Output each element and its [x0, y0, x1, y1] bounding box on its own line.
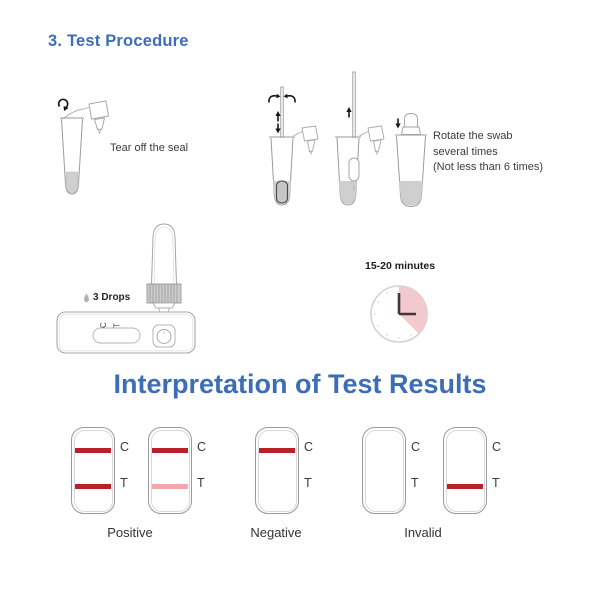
t-label: T — [113, 323, 122, 328]
t-label: T — [197, 476, 205, 490]
swab-tip — [348, 157, 360, 182]
cassette-window — [257, 429, 297, 512]
dispense-illustration: C T — [56, 223, 196, 354]
c-label: C — [120, 440, 130, 454]
c-label: C — [304, 440, 314, 454]
c-label: C — [411, 440, 421, 454]
tear-seal-illustration — [57, 98, 109, 195]
tube-remove-swab — [334, 71, 385, 206]
swab-tip — [275, 180, 289, 204]
arrow-down-icon — [275, 123, 281, 134]
inverted-tube — [146, 223, 182, 328]
test-cassette — [255, 427, 299, 514]
test-cassette — [71, 427, 115, 514]
drops-label: 3 Drops — [83, 292, 130, 303]
test-cassette — [148, 427, 192, 514]
clock-icon — [370, 285, 428, 343]
test-line — [75, 484, 111, 489]
tube-cap — [293, 125, 319, 155]
buffer-liquid — [65, 171, 79, 194]
arrow-up-icon — [346, 107, 352, 118]
c-label: C — [99, 322, 108, 328]
droplet-icon — [84, 293, 89, 302]
test-line — [152, 484, 188, 489]
tube-rotate-swab — [268, 86, 319, 206]
step2-caption-line3: (Not less than 6 times) — [433, 161, 544, 173]
arrow-up-icon — [275, 111, 281, 122]
control-line — [259, 448, 295, 453]
cassette-window — [445, 429, 485, 512]
cassette-window — [150, 429, 190, 512]
cassette-window — [73, 429, 113, 512]
clock-hands — [397, 293, 416, 316]
step1-caption: Tear off the seal — [110, 142, 189, 154]
test-cassette — [362, 427, 406, 514]
dropper-tip — [401, 113, 421, 135]
ribbed-cap — [146, 283, 182, 304]
clock-ticks — [374, 289, 424, 339]
arrow-down-icon — [395, 118, 401, 129]
step2-caption: Rotate the swab several times (Not less … — [433, 129, 543, 176]
test-cassette-flat: C T — [56, 311, 196, 354]
droplet-icon — [352, 185, 356, 191]
result-window — [92, 327, 141, 344]
control-line — [152, 448, 188, 453]
result-label: Negative — [250, 525, 302, 540]
result-label: Invalid — [404, 525, 442, 540]
rotate-arrows-icon — [268, 93, 296, 103]
result-label: Positive — [107, 525, 153, 540]
test-line — [447, 484, 483, 489]
test-cassette — [443, 427, 487, 514]
step2-caption-line2: several times — [433, 145, 498, 158]
sample-tube — [60, 117, 84, 195]
seal-cap — [88, 100, 109, 134]
results-title: Interpretation of Test Results — [113, 369, 487, 399]
cassette-window — [364, 429, 404, 512]
swab-rotation-illustration — [268, 71, 427, 208]
control-line — [75, 448, 111, 453]
droplet-icon — [163, 330, 165, 334]
t-label: T — [120, 476, 128, 490]
step2-caption-line1: Rotate the swab — [433, 130, 513, 142]
drops-label-text: 3 Drops — [93, 292, 131, 303]
tube-cap — [359, 125, 385, 155]
c-label: C — [492, 440, 502, 454]
t-label: T — [304, 476, 312, 490]
section-title: 3. Test Procedure — [48, 32, 189, 50]
timer-wedge — [399, 286, 428, 334]
timer-label: 15-20 minutes — [365, 260, 436, 272]
t-label: T — [411, 476, 419, 490]
c-label: C — [197, 440, 207, 454]
tear-arrow-icon — [57, 98, 69, 111]
t-label: T — [492, 476, 500, 490]
seal-film — [62, 107, 90, 120]
tube-with-dropper — [395, 113, 427, 208]
